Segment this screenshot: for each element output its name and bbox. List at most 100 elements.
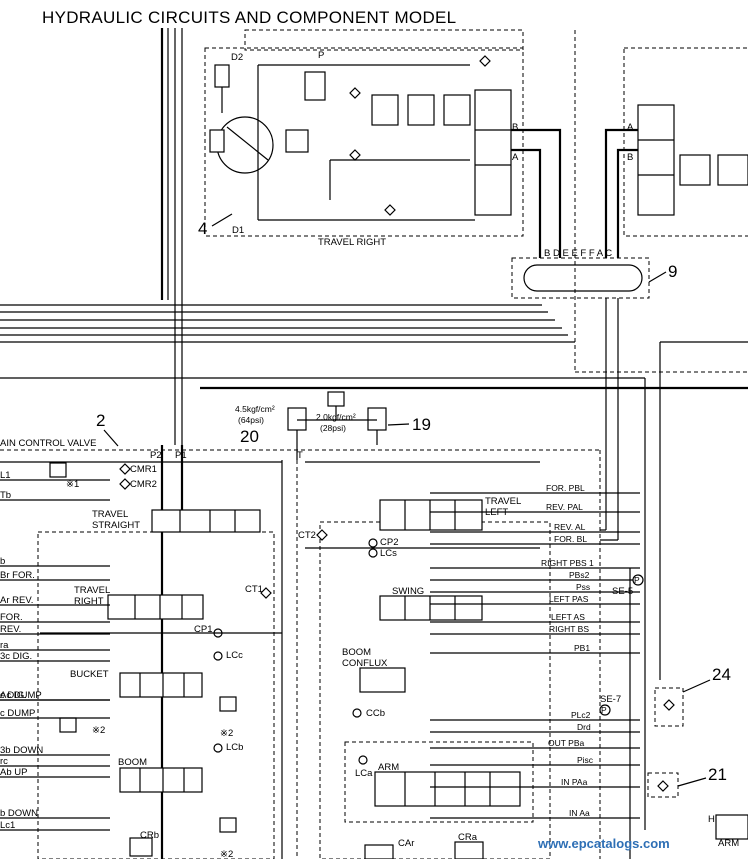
left-port-label: b DOWN xyxy=(0,808,38,819)
travel-right-spool xyxy=(474,89,512,216)
right-port-label: PLc2 xyxy=(571,710,591,720)
travel-right-mcv-2: RIGHT xyxy=(74,596,104,607)
right-port-label: IN PAa xyxy=(561,777,588,787)
right-port-label: REV. PAL xyxy=(546,502,583,512)
port-p: P xyxy=(318,50,324,61)
check-ct1 xyxy=(260,587,272,599)
relief-valve-a xyxy=(371,94,399,126)
port-b-right: B xyxy=(627,152,633,163)
travel-right-motor-block xyxy=(204,47,524,237)
relief-x1-label: ※1 xyxy=(66,479,79,490)
left-port-label: Ac DUMP xyxy=(0,690,42,701)
port-a: A xyxy=(512,152,519,163)
relief-x2-c-label: ※2 xyxy=(220,849,233,859)
port-d2: D2 xyxy=(231,52,243,63)
left-port-label: Br FOR. xyxy=(0,570,35,581)
travel-right-dash-top xyxy=(244,29,524,51)
ct1-label: CT1 xyxy=(245,584,263,595)
relief-45: 4.5kgf/cm² xyxy=(235,404,275,414)
left-port-label: c DIG. xyxy=(0,690,27,701)
check-cra xyxy=(454,841,484,859)
travel-left-label-1: TRAVEL xyxy=(485,496,521,507)
bucket-spool xyxy=(119,672,203,698)
left-port-label: rc xyxy=(0,756,8,767)
port-b: B xyxy=(512,122,518,133)
check-cmr2 xyxy=(119,478,131,490)
right-port-label: FOR. PBL xyxy=(546,483,585,493)
callout-20: 20 xyxy=(240,427,259,446)
relief-valve-b xyxy=(407,94,435,126)
left-port-label: REV. xyxy=(0,624,21,635)
orifice-lcs xyxy=(368,548,378,558)
mcv-t: T xyxy=(297,450,303,461)
cra-label: CRa xyxy=(458,832,478,843)
check-valve xyxy=(349,149,361,161)
port-a-right: A xyxy=(627,122,634,133)
left-port-label: Tb xyxy=(0,490,11,501)
arm-cylinder-block xyxy=(715,814,748,840)
hose-left-a xyxy=(604,128,638,258)
se7-label: SE-7 xyxy=(600,694,621,705)
travel-straight-spool xyxy=(151,509,261,533)
h-label: H xyxy=(708,814,715,825)
se5-p: P xyxy=(634,575,640,585)
travel-straight-label-2: STRAIGHT xyxy=(92,520,140,531)
travel-left-motor-block xyxy=(623,47,748,237)
crb-label: CRb xyxy=(140,830,159,841)
right-port-label: LEFT PAS xyxy=(549,594,589,604)
se5-label: SE-5 xyxy=(612,586,633,597)
right-port-label: REV. AL xyxy=(554,522,586,532)
left-port-label: FOR. xyxy=(0,612,23,623)
shuttle-valve-21 xyxy=(647,772,679,798)
brake-symbol xyxy=(209,129,225,153)
mcv-title: AIN CONTROL VALVE xyxy=(0,438,96,449)
right-port-label: RIGHT BS xyxy=(549,624,589,634)
arm-section xyxy=(344,741,534,823)
right-port-label: Pss xyxy=(576,582,590,592)
travel-straight-label-1: TRAVEL xyxy=(92,509,128,520)
motor-arrow xyxy=(226,126,269,161)
left-port-label: ra xyxy=(0,640,9,651)
check-ct2 xyxy=(316,529,328,541)
callout-9: 9 xyxy=(668,262,677,281)
relief-valve-20 xyxy=(287,407,307,431)
callout-24: 24 xyxy=(712,665,731,684)
se7-p: P xyxy=(601,705,607,715)
travel-left-spool xyxy=(637,104,675,216)
left-port-label: Ar REV. xyxy=(0,595,33,606)
relief-valve-c xyxy=(443,94,471,126)
shuttle-valve-24 xyxy=(654,687,684,727)
swivel-ports: B D E E F F A C xyxy=(544,248,612,259)
relief-x2-c xyxy=(219,817,237,833)
shuttle-24-symbol xyxy=(663,699,675,711)
swivel-joint-block xyxy=(511,257,650,299)
relief-x2-a-label: ※2 xyxy=(220,728,233,739)
relief-x1 xyxy=(49,462,67,478)
swing-label: SWING xyxy=(392,586,424,597)
hose-b xyxy=(511,128,562,258)
left-port-label: c DUMP xyxy=(0,708,35,719)
pressure-switch-se5 xyxy=(632,574,644,586)
left-port-label: Ab UP xyxy=(0,767,27,778)
mcv-p1: P1 xyxy=(175,450,187,461)
travel-right-mcv-1: TRAVEL xyxy=(74,585,110,596)
travel-left-spool xyxy=(379,499,483,531)
left-port-label: 3c DIG. xyxy=(0,651,32,662)
drain-cylinder xyxy=(214,64,230,88)
orifice-lca xyxy=(358,755,368,765)
cmr1-label: CMR1 xyxy=(130,464,157,475)
check-car xyxy=(364,844,394,859)
leader-line xyxy=(103,429,119,447)
relief-piping xyxy=(296,406,378,460)
leader-line xyxy=(387,423,410,426)
right-port-label: RIGHT PBS 1 xyxy=(541,558,594,568)
arm-right-label: ARM xyxy=(718,838,739,849)
valve-section-p2 xyxy=(37,531,275,859)
hose-a xyxy=(511,148,542,258)
right-port-label: PB1 xyxy=(574,643,590,653)
relief-x2-b xyxy=(59,717,77,733)
boom-conflux-label-2: CONFLUX xyxy=(342,658,388,669)
